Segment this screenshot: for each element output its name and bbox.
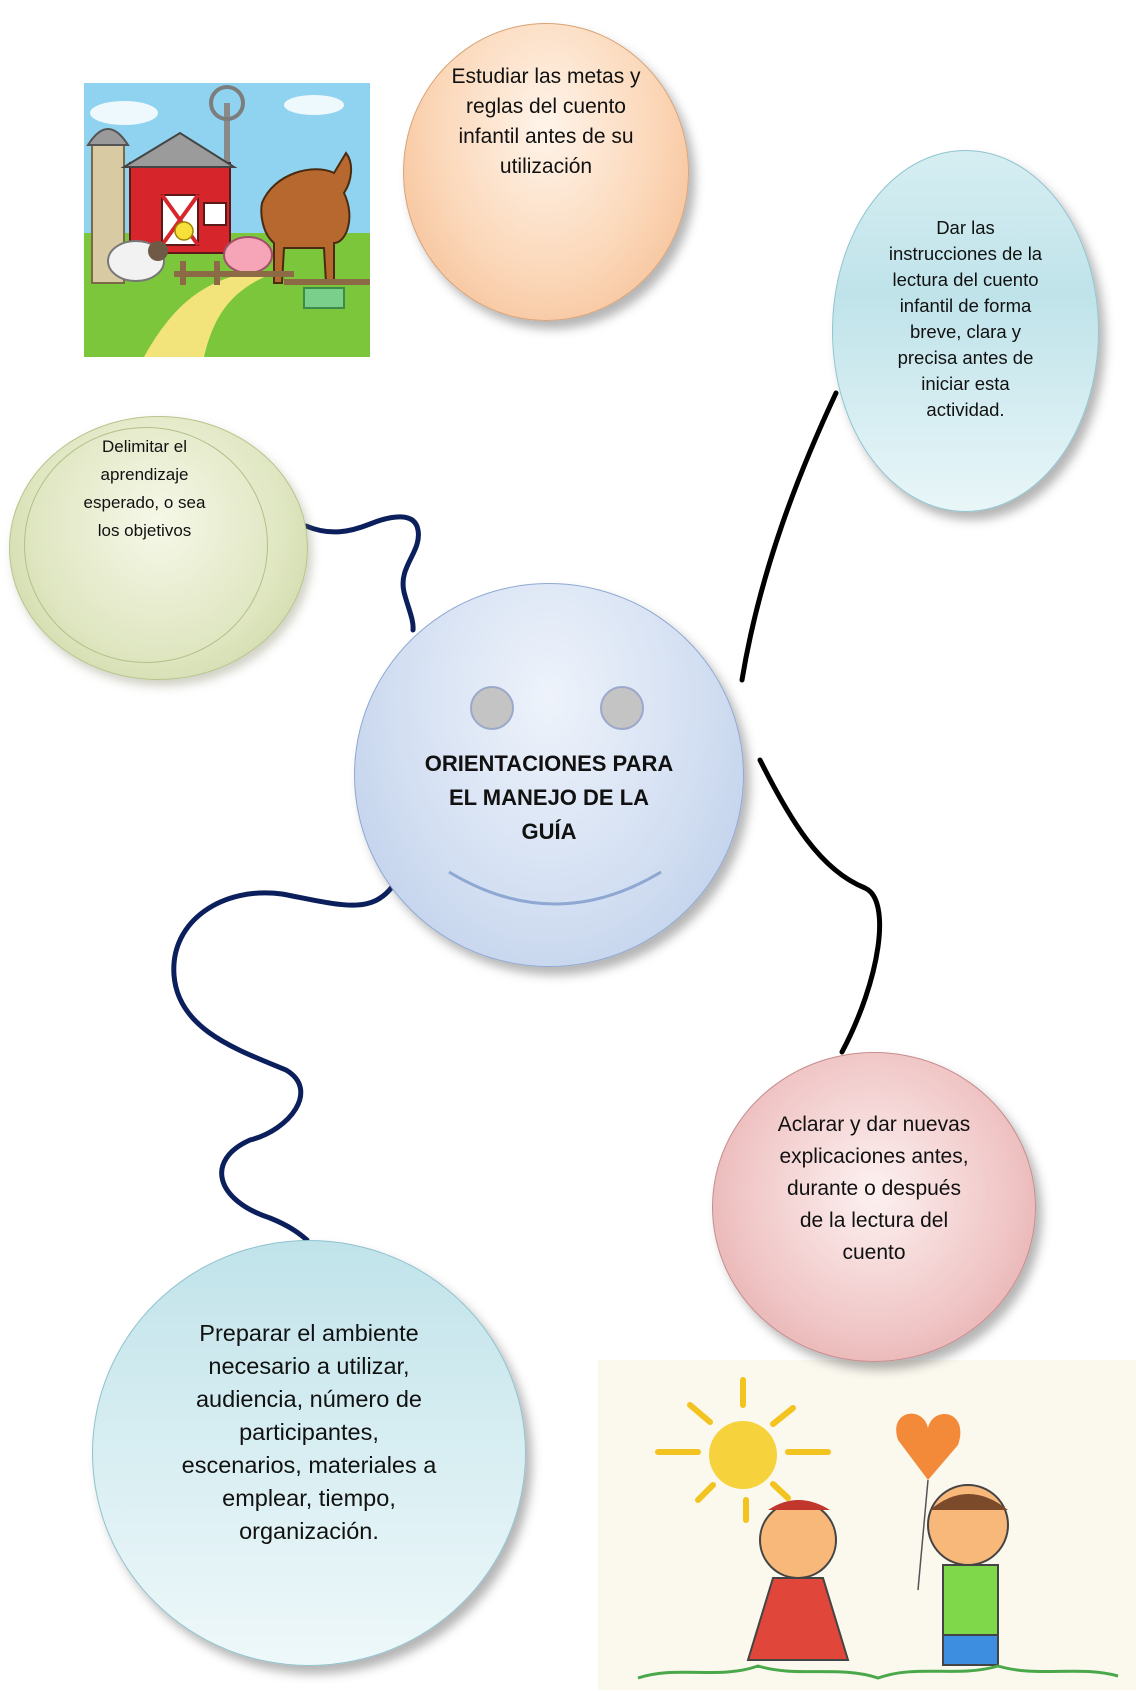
node-instructions-text: Dar las instrucciones de la lectura del …	[888, 217, 1043, 420]
central-node-title: ORIENTACIONES PARA EL MANEJO DE LA GUÍA	[424, 751, 674, 844]
node-instructions: Dar las instrucciones de la lectura del …	[832, 150, 1099, 512]
node-study-goals: Estudiar las metas y reglas del cuento i…	[403, 23, 689, 321]
smiley-left-eye	[470, 686, 514, 730]
smiley-mouth	[448, 870, 662, 906]
kids-illustration	[598, 1360, 1136, 1690]
connector-prepare	[171, 884, 395, 1243]
node-prepare-environment: Preparar el ambiente necesario a utiliza…	[92, 1240, 526, 1666]
connector-instructions	[739, 390, 839, 683]
node-clarify-explanations-text: Aclarar y dar nuevas explicaciones antes…	[777, 1113, 971, 1264]
connector-clarify	[757, 757, 883, 1055]
node-define-objectives-inner-ring	[24, 427, 268, 663]
node-define-objectives: Delimitar el aprendizaje esperado, o sea…	[9, 416, 308, 680]
connector-goal	[303, 514, 421, 633]
node-prepare-environment-text: Preparar el ambiente necesario a utiliza…	[181, 1320, 437, 1544]
node-clarify-explanations: Aclarar y dar nuevas explicaciones antes…	[712, 1052, 1036, 1362]
smiley-right-eye	[600, 686, 644, 730]
node-study-goals-text: Estudiar las metas y reglas del cuento i…	[451, 65, 641, 178]
node-define-objectives-text: Delimitar el aprendizaje esperado, o sea…	[83, 437, 206, 540]
farm-illustration	[84, 83, 370, 357]
central-node-smiley: ORIENTACIONES PARA EL MANEJO DE LA GUÍA	[354, 583, 744, 967]
